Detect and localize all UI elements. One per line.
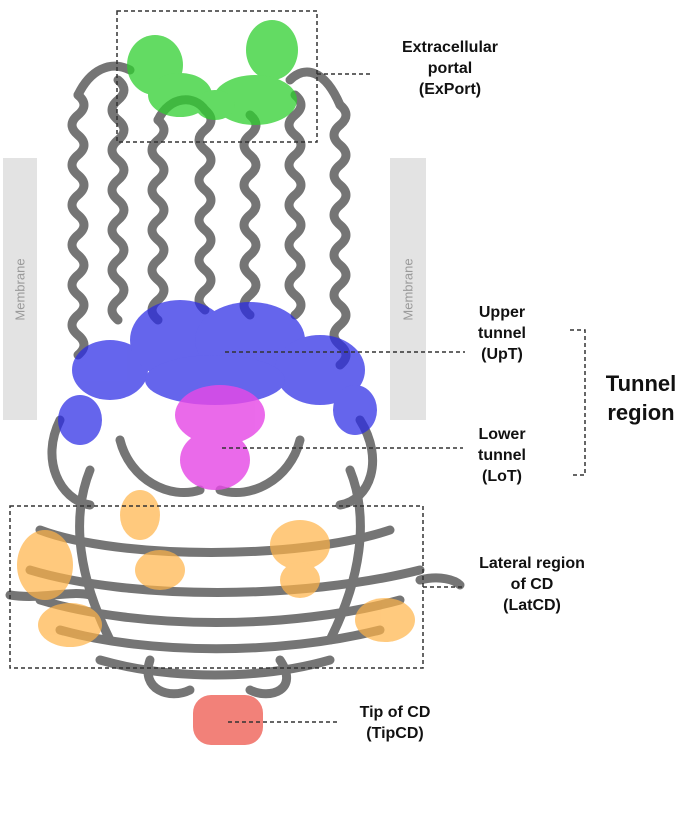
label-upt-line2: tunnel: [478, 325, 526, 343]
export-box: [116, 10, 318, 143]
label-upt-line3: (UpT): [481, 346, 523, 364]
membrane-bar-left: [3, 158, 37, 420]
label-lot-line1: Lower: [478, 426, 526, 443]
label-latcd-line3: (LatCD): [503, 597, 561, 615]
label-tunnel-region: Tunnel region: [598, 370, 684, 427]
label-tipcd: Tip of CD (TipCD): [340, 702, 450, 744]
upt-surface: [58, 300, 377, 445]
label-export-line2: portal: [427, 60, 473, 78]
export-surface: [127, 20, 298, 125]
protein-ribbon: [5, 61, 465, 699]
label-upt: Upper tunnel (UpT): [462, 302, 542, 365]
label-lot-line2: tunnel: [478, 447, 526, 465]
tunnel-bracket: [570, 329, 586, 476]
latcd-surface: [17, 490, 415, 647]
leader-lines: [222, 73, 465, 723]
lot-surface: [175, 385, 265, 490]
label-tipcd-line1: Tip of CD: [359, 704, 431, 721]
label-export-line1: Extracellular: [401, 39, 499, 56]
membrane-label-left: Membrane: [12, 258, 28, 321]
label-export-line3: (ExPort): [418, 81, 482, 99]
label-lot: Lower tunnel (LoT): [462, 424, 542, 487]
label-export: Extracellular portal (ExPort): [385, 37, 515, 100]
label-latcd-line1: Lateral region: [479, 555, 585, 572]
membrane-bar-right: [390, 158, 426, 420]
membrane-label-right: Membrane: [400, 258, 416, 321]
label-latcd-line2: of CD: [510, 576, 554, 594]
label-latcd: Lateral region of CD (LatCD): [462, 553, 602, 616]
label-tunnel-region-line2: region: [607, 399, 675, 425]
label-upt-line1: Upper: [478, 304, 526, 321]
label-tipcd-line2: (TipCD): [366, 725, 424, 743]
label-tunnel-region-line1: Tunnel: [605, 371, 677, 396]
tipcd-surface: [193, 695, 263, 745]
label-lot-line3: (LoT): [482, 468, 522, 486]
